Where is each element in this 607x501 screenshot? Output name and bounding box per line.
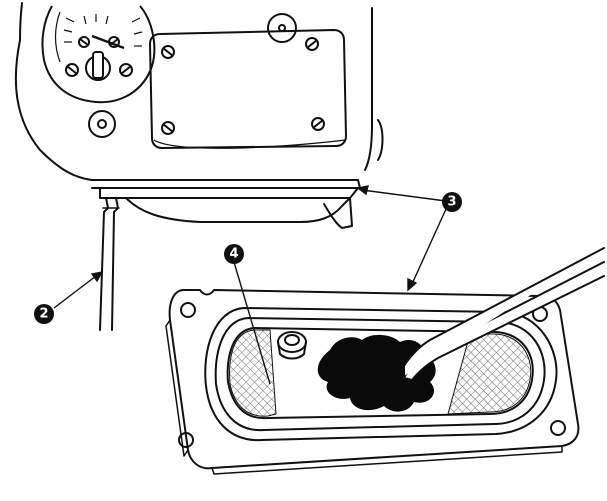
callout-3-label: 3 xyxy=(447,195,456,210)
top-knob xyxy=(267,13,297,43)
tension-dial xyxy=(41,5,156,104)
oil-pan xyxy=(165,289,580,475)
face-cover-plate xyxy=(149,29,347,149)
callout-2: 2 xyxy=(34,304,54,324)
callout-4: 4 xyxy=(224,244,244,264)
callout-2-label: 2 xyxy=(39,307,48,322)
screwdriver xyxy=(99,197,120,331)
machine-body xyxy=(14,2,384,229)
oil-residue xyxy=(317,334,436,412)
callout-3: 3 xyxy=(442,192,462,212)
cleaning-tool xyxy=(400,247,605,381)
leader-lines xyxy=(53,185,447,385)
callout-4-label: 4 xyxy=(229,247,238,262)
round-plug xyxy=(88,110,116,138)
